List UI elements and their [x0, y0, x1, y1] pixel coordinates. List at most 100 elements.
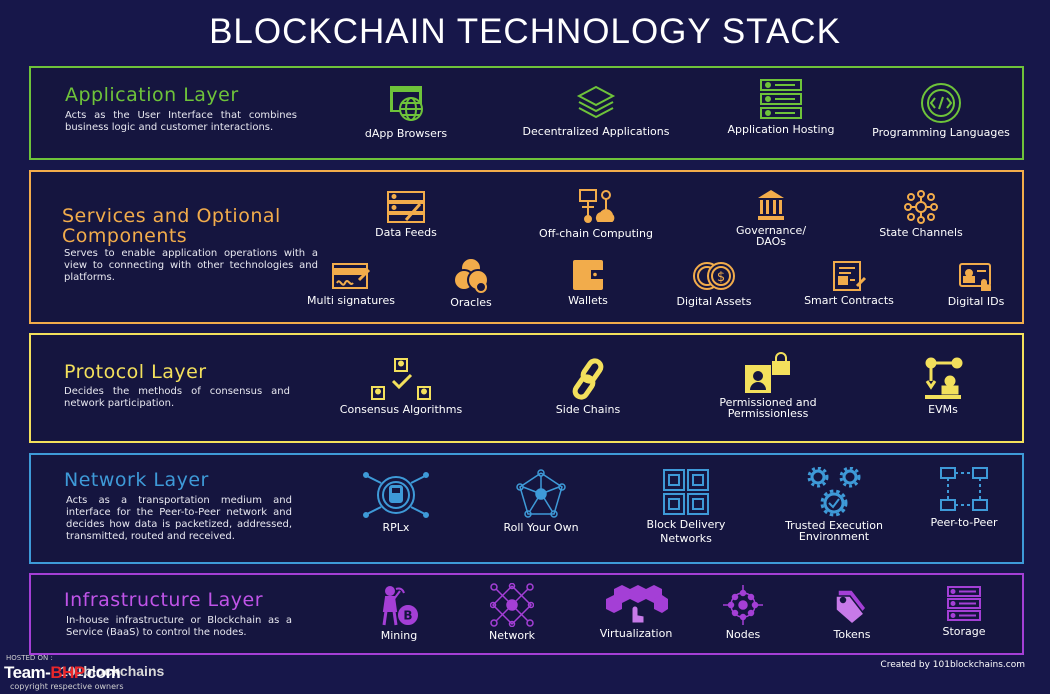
- watermark-brand: Team-BHP.com: [4, 663, 121, 683]
- item-label: Permissioned and: [719, 396, 817, 409]
- network-mesh-icon: [516, 469, 566, 518]
- permission-lock-icon: [745, 352, 790, 393]
- infrastructure-layer-title: Infrastructure Layer: [64, 589, 264, 611]
- item-digital-ids[interactable]: Digital IDs: [931, 261, 1021, 307]
- coins-icon: $: [693, 262, 735, 290]
- svg-text:$: $: [717, 270, 725, 285]
- item-dapp-browsers[interactable]: dApp Browsers: [351, 83, 461, 139]
- watermark-ghost: 101blockchains: [60, 663, 165, 679]
- oracles-icon: [453, 257, 489, 293]
- item-label: Governance/: [735, 224, 807, 237]
- watermark: HOSTED ON : 101blockchains Team-BHP.com …: [4, 654, 204, 694]
- protocol-layer-description: Decides the methods of consensus and net…: [64, 386, 290, 409]
- watermark-brand-main: Team-: [4, 663, 51, 682]
- item-permissioned-permissionless[interactable]: Permissioned and Permissionless: [703, 352, 833, 419]
- item-state-channels[interactable]: State Channels: [866, 190, 976, 238]
- item-label: Trusted Execution: [785, 519, 883, 532]
- item-rplx[interactable]: RPLx: [356, 471, 436, 533]
- virtualization-icon: [606, 585, 668, 624]
- item-label: Tokens: [833, 628, 871, 641]
- application-layer: Application Layer Acts as the User Inter…: [29, 66, 1024, 160]
- item-oracles[interactable]: Oracles: [436, 256, 506, 308]
- watermark-hosted: HOSTED ON :: [6, 654, 53, 662]
- item-block-delivery-networks[interactable]: Block Delivery Networks: [631, 468, 741, 544]
- item-tokens[interactable]: Tokens: [817, 586, 887, 640]
- item-label-line2: Networks: [660, 532, 712, 545]
- item-label: Application Hosting: [727, 123, 835, 136]
- infrastructure-layer-description: In-house infrastructure or Blockchain as…: [66, 615, 292, 638]
- network-layer-description: Acts as a transportation medium and inte…: [66, 495, 292, 542]
- protocol-layer-title: Protocol Layer: [64, 361, 207, 383]
- item-label-line2: Environment: [798, 530, 870, 543]
- item-decentralized-applications[interactable]: Decentralized Applications: [511, 83, 681, 137]
- code-icon: [921, 83, 961, 123]
- infrastructure-layer: Infrastructure Layer In-house infrastruc…: [29, 573, 1024, 655]
- item-off-chain-computing[interactable]: Off-chain Computing: [526, 187, 666, 239]
- block-delivery-icon: [663, 469, 709, 515]
- item-label: Nodes: [725, 628, 761, 641]
- layers-stack-icon: [576, 85, 616, 119]
- storage-icon: [947, 586, 981, 621]
- item-label: Multi signatures: [307, 294, 395, 307]
- item-mining[interactable]: B Mining: [364, 585, 434, 641]
- svg-text:B: B: [403, 609, 412, 623]
- protocol-layer: Protocol Layer Decides the methods of co…: [29, 333, 1024, 443]
- offchain-computing-icon: [579, 189, 615, 223]
- robot-arm-icon: [925, 357, 963, 399]
- services-layer: Services and Optional Components Serves …: [29, 170, 1024, 324]
- item-virtualization[interactable]: Virtualization: [586, 585, 686, 639]
- services-layer-description: Serves to enable application operations …: [64, 248, 318, 283]
- item-label: State Channels: [879, 226, 963, 239]
- item-label: Storage: [942, 625, 986, 638]
- item-label: Consensus Algorithms: [339, 403, 463, 416]
- watermark-copyright: copyright respective owners: [10, 682, 124, 691]
- item-data-feeds[interactable]: Data Feeds: [356, 190, 456, 238]
- item-roll-your-own[interactable]: Roll Your Own: [491, 469, 591, 533]
- network-layer: Network Layer Acts as a transportation m…: [29, 453, 1024, 564]
- item-trusted-execution-environment[interactable]: Trusted Execution Environment: [774, 467, 894, 542]
- item-label-line2: DAOs: [756, 235, 786, 248]
- chain-link-icon: [572, 358, 604, 400]
- governance-building-icon: [758, 190, 784, 220]
- item-label: Side Chains: [555, 403, 621, 416]
- item-label: Roll Your Own: [503, 521, 579, 534]
- wallet-icon: [573, 260, 603, 290]
- item-side-chains[interactable]: Side Chains: [538, 357, 638, 415]
- id-card-icon: [959, 263, 991, 291]
- item-label: Wallets: [568, 294, 608, 307]
- gears-icon: [807, 467, 861, 517]
- item-evms[interactable]: EVMs: [903, 357, 983, 415]
- item-label: Network: [489, 629, 535, 642]
- services-layer-title: Services and Optional Components: [62, 206, 281, 246]
- item-label: Programming Languages: [872, 126, 1010, 139]
- item-label: RPLx: [382, 521, 410, 534]
- item-label: Off-chain Computing: [539, 227, 653, 240]
- peer-to-peer-icon: [940, 467, 988, 511]
- item-governance-daos[interactable]: Governance/ DAOs: [721, 188, 821, 247]
- item-programming-languages[interactable]: Programming Languages: [866, 82, 1016, 138]
- application-layer-description: Acts as the User Interface that combines…: [65, 110, 297, 133]
- server-rack-icon: [760, 79, 802, 119]
- item-wallets[interactable]: Wallets: [553, 258, 623, 306]
- item-storage[interactable]: Storage: [929, 585, 999, 637]
- services-title-line2: Components: [62, 225, 188, 247]
- item-multi-signatures[interactable]: Multi signatures: [296, 260, 406, 306]
- item-label-line2: Permissionless: [727, 407, 809, 420]
- page-title: BLOCKCHAIN TECHNOLOGY STACK: [209, 12, 841, 51]
- item-label: Block Delivery: [646, 518, 726, 531]
- tokens-icon: [835, 589, 867, 625]
- state-channels-icon: [904, 190, 938, 224]
- item-label: Digital IDs: [947, 295, 1005, 308]
- train-network-icon: [363, 472, 429, 518]
- item-digital-assets[interactable]: $ Digital Assets: [664, 259, 764, 307]
- item-label: Digital Assets: [676, 295, 752, 308]
- item-smart-contracts[interactable]: Smart Contracts: [789, 260, 909, 306]
- item-label: Mining: [380, 629, 418, 642]
- item-peer-to-peer[interactable]: Peer-to-Peer: [914, 466, 1014, 528]
- multi-signature-icon: [332, 263, 371, 289]
- item-nodes[interactable]: Nodes: [708, 584, 778, 640]
- network-nodes-icon: [490, 583, 534, 627]
- item-network[interactable]: Network: [477, 583, 547, 641]
- item-application-hosting[interactable]: Application Hosting: [711, 77, 851, 135]
- item-consensus-algorithms[interactable]: Consensus Algorithms: [331, 357, 471, 415]
